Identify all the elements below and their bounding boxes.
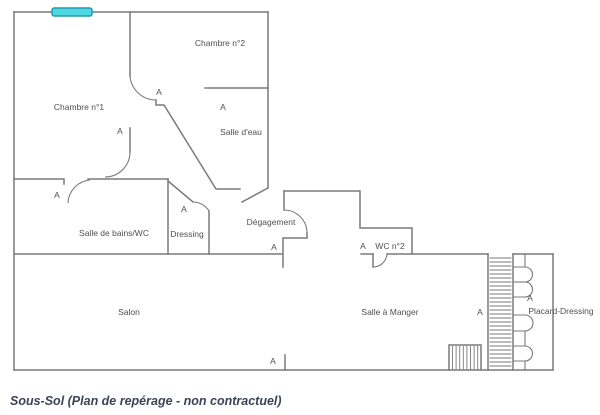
- door-marker-dressing: A: [181, 204, 187, 214]
- room-label-chambre1: Chambre n°1: [54, 102, 104, 112]
- door-leaf-dressing: [166, 179, 195, 204]
- door-marker-placard: A: [527, 293, 533, 303]
- door-marker-salle-eau: A: [220, 102, 226, 112]
- room-label-degagement: Dégagement: [247, 217, 296, 227]
- placard-jamb-1: [513, 254, 526, 268]
- small-staircase-hatch: [452, 346, 479, 370]
- door-arc-degagement: [283, 209, 308, 234]
- room-label-salle-bains: Salle de bains/WC: [79, 228, 149, 238]
- wall-degagement-return: [282, 232, 308, 268]
- door-marker-salle-manger: A: [477, 307, 483, 317]
- wall-ch1-bottom-left: [13, 178, 65, 185]
- room-label-salle-eau: Salle d'eau: [220, 127, 262, 137]
- floorplan-svg: Chambre n°1 Chambre n°2 Salle d'eau Sall…: [13, 7, 594, 371]
- room-label-chambre2: Chambre n°2: [195, 38, 245, 48]
- plan-caption: Sous-Sol (Plan de repérage - non contrac…: [10, 394, 282, 408]
- room-label-salle-manger: Salle à Manger: [361, 307, 418, 317]
- door-leaf-degagement: [240, 186, 270, 204]
- door-marker-salon: A: [270, 356, 276, 366]
- placard-arc-2: [513, 281, 533, 298]
- staircase-hatch: [489, 257, 512, 367]
- window-marker: [51, 7, 93, 17]
- wall-diagonal: [155, 99, 241, 190]
- door-arc-chambre1: [104, 151, 131, 178]
- door-marker-degagement: A: [271, 242, 277, 252]
- door-marker-wc2: A: [360, 241, 366, 251]
- room-labels: Chambre n°1 Chambre n°2 Salle d'eau Sall…: [54, 38, 594, 317]
- door-markers: A A A A A A A A A A: [54, 87, 533, 366]
- placard-jamb-2: [513, 331, 526, 347]
- door-arc-salle-bains: [67, 179, 91, 204]
- wall-right-section-top: [283, 190, 413, 255]
- door-arc-wc2: [372, 253, 388, 268]
- door-marker-salle-bains: A: [54, 190, 60, 200]
- door-arc-dressing: [192, 201, 210, 212]
- door-arc-vestibule: [129, 75, 157, 101]
- room-label-salon: Salon: [118, 307, 140, 317]
- door-arcs: [67, 75, 534, 370]
- placard-arc-3: [513, 314, 534, 332]
- room-label-dressing: Dressing: [170, 229, 204, 239]
- placard-arc-1: [524, 266, 533, 283]
- placard-arc-4: [513, 345, 533, 362]
- walls: [13, 11, 554, 371]
- room-label-placard: Placard-Dressing: [528, 306, 593, 316]
- door-marker-vestibule: A: [156, 87, 162, 97]
- room-label-wc2: WC n°2: [375, 241, 405, 251]
- door-marker-chambre1: A: [117, 126, 123, 136]
- small-stairs-outline: [448, 344, 482, 371]
- placard-door-column: [513, 254, 534, 370]
